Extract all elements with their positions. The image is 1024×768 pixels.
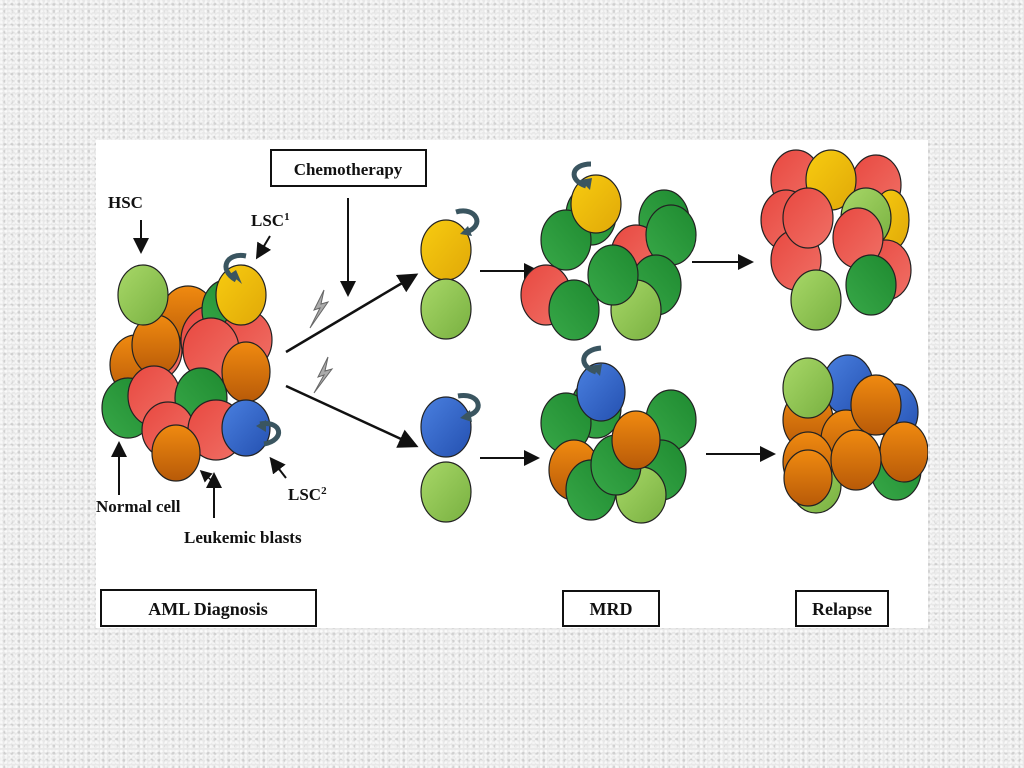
leukemic-blasts-label: Leukemic blasts [184, 528, 302, 547]
surviving-hsc-cell [420, 278, 472, 340]
leukemic-blast-cell [221, 341, 271, 403]
hsc-cell [117, 264, 169, 326]
branch-arrow-lower [285, 384, 419, 448]
normal-cell-label: Normal cell [96, 497, 181, 516]
leukemic-blast-cell [151, 424, 201, 482]
branch-arrow-upper [285, 273, 419, 354]
mrd-label: MRD [590, 599, 633, 619]
self-renewal-arrow-icon [581, 345, 602, 375]
lsc2-blue-cell [221, 399, 271, 457]
aml-clonal-evolution-diagram: HSC LSC1 LSC2 Normal cell Leukemic blast… [96, 149, 928, 627]
lightning-icon [309, 289, 330, 329]
aml-diagnosis-box [100, 589, 317, 627]
relapse-box [795, 590, 889, 627]
surviving-lsc2-cell [420, 396, 472, 458]
aml-diagnosis-label: AML Diagnosis [148, 599, 268, 619]
lsc1-pointer-arrow [255, 235, 272, 260]
lsc2-pointer-arrow [269, 456, 287, 479]
relapse-lower-cluster [782, 354, 928, 514]
mrd-box [562, 590, 660, 627]
lightning-icon [313, 356, 334, 394]
relapse-upper-cluster [760, 149, 912, 331]
self-renewal-arrowhead [460, 226, 472, 236]
surviving-hsc-cell [420, 461, 472, 523]
self-renewal-arrowhead [460, 410, 472, 422]
hsc-label: HSC [108, 193, 143, 212]
leukemic-blasts-pointer-branch [199, 470, 213, 483]
figure-panel: HSC LSC1 LSC2 Normal cell Leukemic blast… [96, 140, 928, 628]
lsc1-yellow-cell [215, 264, 267, 326]
self-renewal-arrowhead [230, 270, 242, 284]
mrd-upper-cluster [520, 174, 697, 341]
chemotherapy-label: Chemotherapy [294, 160, 403, 179]
lsc1-label: LSC1 [251, 211, 290, 230]
self-renewal-arrowhead [580, 178, 592, 190]
surviving-lsc1-cell [420, 219, 472, 281]
relapse-label: Relapse [812, 599, 872, 619]
self-renewal-arrow-icon [223, 252, 247, 283]
self-renewal-arrowhead [590, 364, 602, 376]
chemotherapy-box [270, 149, 427, 187]
self-renewal-arrow-icon [455, 208, 480, 235]
diagnosis-cell-cluster [101, 264, 273, 482]
lsc2-label: LSC2 [288, 485, 327, 504]
self-renewal-arrowhead [256, 420, 266, 432]
self-renewal-arrow-icon [571, 161, 592, 189]
mrd-lower-cluster [540, 362, 697, 524]
